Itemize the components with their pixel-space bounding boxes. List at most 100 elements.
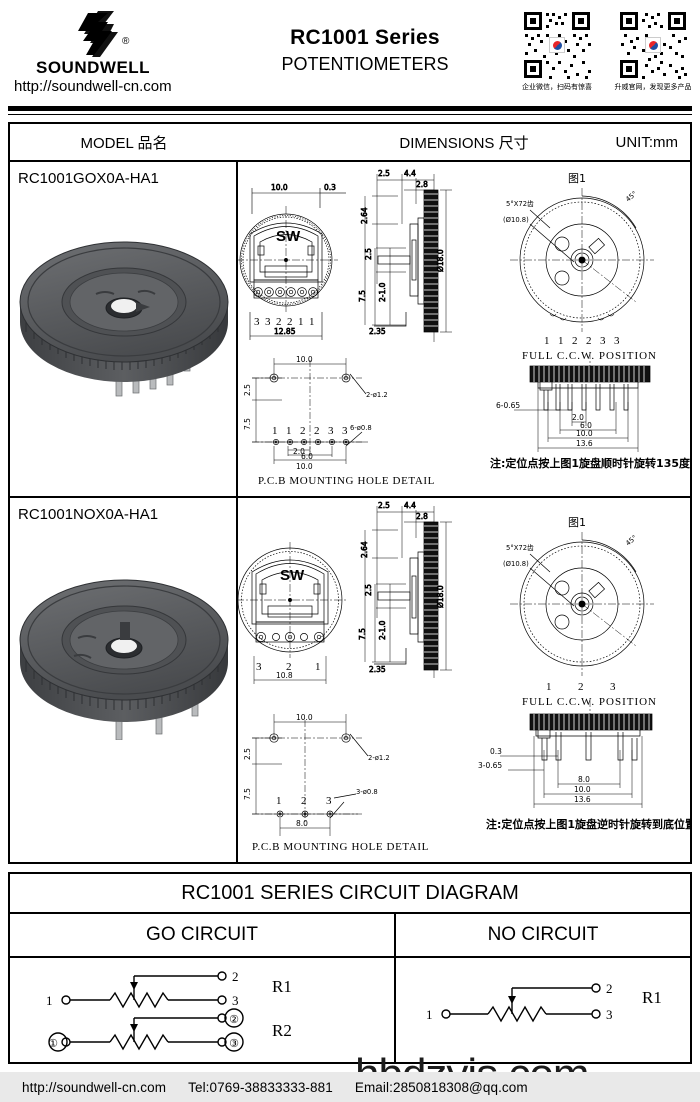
svg-text:2.5: 2.5 — [243, 748, 252, 760]
svg-text:2.0: 2.0 — [293, 447, 305, 456]
column-header-unit: UNIT:mm — [615, 133, 679, 151]
svg-text:1: 1 — [298, 316, 304, 328]
svg-text:1: 1 — [546, 681, 552, 693]
angle-label-go: 45° — [624, 190, 638, 204]
svg-text:1: 1 — [315, 661, 321, 673]
qr-code-group: 企业微信，扫码有惊喜 — [518, 10, 692, 92]
svg-text:2-ø1.2: 2-ø1.2 — [368, 754, 390, 762]
circuit-header-no: NO CIRCUIT — [487, 924, 599, 945]
wechat-qr-icon — [522, 10, 592, 80]
svg-text:10.0: 10.0 — [296, 713, 313, 722]
svg-text:6-ø0.8: 6-ø0.8 — [350, 424, 372, 432]
qr-item-wechat: 企业微信，扫码有惊喜 — [518, 10, 596, 92]
svg-text:2.35: 2.35 — [369, 665, 386, 674]
product-type: POTENTIOMETERS — [281, 54, 449, 74]
product-photo-no — [12, 540, 236, 740]
footer-email: Email:2850818308@qq.com — [354, 1079, 528, 1095]
drawing-go: 10.0 0.3 — [238, 169, 690, 487]
page-header: ® SOUNDWELL http://soundwell-cn.com RC10… — [0, 0, 700, 115]
table-row: RC1001GOX0A-HA1 — [10, 162, 690, 498]
position-caption-no: FULL C.C.W. POSITION — [522, 696, 657, 708]
brand-url: http://soundwell-cn.com — [14, 78, 172, 95]
svg-text:2.8: 2.8 — [416, 512, 428, 521]
svg-text:2.64: 2.64 — [360, 207, 369, 224]
svg-text:6-0.65: 6-0.65 — [496, 401, 520, 410]
svg-text:2.8: 2.8 — [416, 180, 428, 189]
svg-text:6.0: 6.0 — [301, 452, 313, 461]
go-r1-terminal-2: 2 — [232, 969, 239, 984]
qr-logo-badge — [645, 37, 661, 53]
svg-text:2: 2 — [586, 335, 592, 347]
pcb-detail-title-go: P.C.B MOUNTING HOLE DETAIL — [258, 475, 435, 487]
svg-text:8.0: 8.0 — [296, 819, 308, 828]
svg-text:2-ø1.2: 2-ø1.2 — [366, 391, 388, 399]
go-r2-terminal-1: ① — [48, 1038, 58, 1050]
page-footer: http://soundwell-cn.com Tel:0769-3883333… — [0, 1072, 700, 1102]
svg-text:Ø18.0: Ø18.0 — [436, 585, 445, 608]
product-photo-go — [12, 204, 236, 404]
go-r1-terminal-3: 3 — [232, 993, 239, 1008]
svg-text:7.5: 7.5 — [358, 290, 367, 302]
circuit-no-cell: 1 2 3 R1 — [396, 958, 690, 1062]
website-qr-icon — [618, 10, 688, 80]
brand-name: SOUNDWELL — [36, 58, 151, 77]
header-divider-thin — [8, 114, 692, 115]
no-circuit-schematic: 1 2 3 R1 — [426, 981, 662, 1023]
registered-mark: ® — [122, 36, 130, 47]
table-header-row: MODEL 品名 DIMENSIONS 尺寸 UNIT:mm — [10, 124, 690, 162]
front-body-label: SW — [280, 567, 305, 584]
dim-front-overall-no: 10.8 — [276, 671, 293, 680]
qr-caption-website: 升威官网，发现更多产品 — [614, 83, 692, 91]
svg-text:3: 3 — [256, 661, 262, 673]
model-cell: RC1001NOX0A-HA1 — [10, 498, 238, 862]
svg-text:2: 2 — [578, 681, 584, 693]
svg-text:8.0: 8.0 — [578, 775, 590, 784]
svg-text:1: 1 — [272, 425, 278, 437]
svg-text:2.5: 2.5 — [243, 384, 252, 396]
svg-text:2.5: 2.5 — [378, 169, 390, 178]
svg-text:10.0: 10.0 — [296, 355, 313, 364]
svg-text:3-ø0.8: 3-ø0.8 — [356, 788, 378, 796]
dim-front-width: 10.0 — [271, 183, 288, 192]
qr-item-website: 升威官网，发现更多产品 — [614, 10, 692, 92]
svg-text:13.6: 13.6 — [576, 439, 593, 448]
go-r1-terminal-1: 1 — [46, 993, 53, 1008]
svg-text:3: 3 — [614, 335, 620, 347]
svg-text:2-1.0: 2-1.0 — [378, 282, 387, 302]
qr-caption-wechat: 企业微信，扫码有惊喜 — [522, 83, 592, 91]
svg-text:2.35: 2.35 — [369, 327, 386, 336]
soundwell-logo-icon — [74, 10, 120, 58]
dimensions-table: MODEL 品名 DIMENSIONS 尺寸 UNIT:mm RC1001GOX… — [8, 122, 692, 864]
svg-text:3: 3 — [610, 681, 616, 693]
svg-text:10.0: 10.0 — [576, 429, 593, 438]
svg-text:2.0: 2.0 — [572, 413, 584, 422]
svg-text:10.0: 10.0 — [574, 785, 591, 794]
model-cell: RC1001GOX0A-HA1 — [10, 162, 238, 496]
no-r1-terminal-2: 2 — [606, 981, 613, 996]
angle-label-no: 45° — [624, 534, 638, 548]
note-go-line: 注:定位点按上图1旋盘顺时针旋转135度位置。 — [490, 456, 690, 470]
dim-front-offset: 0.3 — [324, 183, 336, 192]
go-r2-terminal-2: ② — [229, 1014, 239, 1026]
svg-text:3: 3 — [326, 795, 332, 807]
figure-label-no: 图1 — [568, 516, 586, 529]
front-pin-labels-no: 3 2 1 — [256, 661, 321, 673]
series-title: RC1001 Series — [290, 26, 440, 49]
dimension-drawings-go: 10.0 0.3 — [238, 162, 690, 496]
gear-pin-labels-no: 1 2 3 — [546, 681, 616, 693]
dimension-drawings-no: 3 2 1 10.8 SW — [238, 498, 690, 862]
teeth-spec-no: 5°X72齿 — [506, 544, 534, 552]
position-caption-go: FULL C.C.W. POSITION — [522, 350, 657, 362]
go-r1-label: R1 — [272, 977, 292, 996]
svg-text:2: 2 — [314, 425, 320, 437]
column-header-dimensions: DIMENSIONS 尺寸 — [399, 134, 529, 152]
svg-text:6.0: 6.0 — [580, 421, 592, 430]
svg-text:2.5: 2.5 — [378, 501, 390, 510]
svg-text:1: 1 — [276, 795, 282, 807]
hub-dia-go: (Ø10.8) — [503, 216, 529, 224]
